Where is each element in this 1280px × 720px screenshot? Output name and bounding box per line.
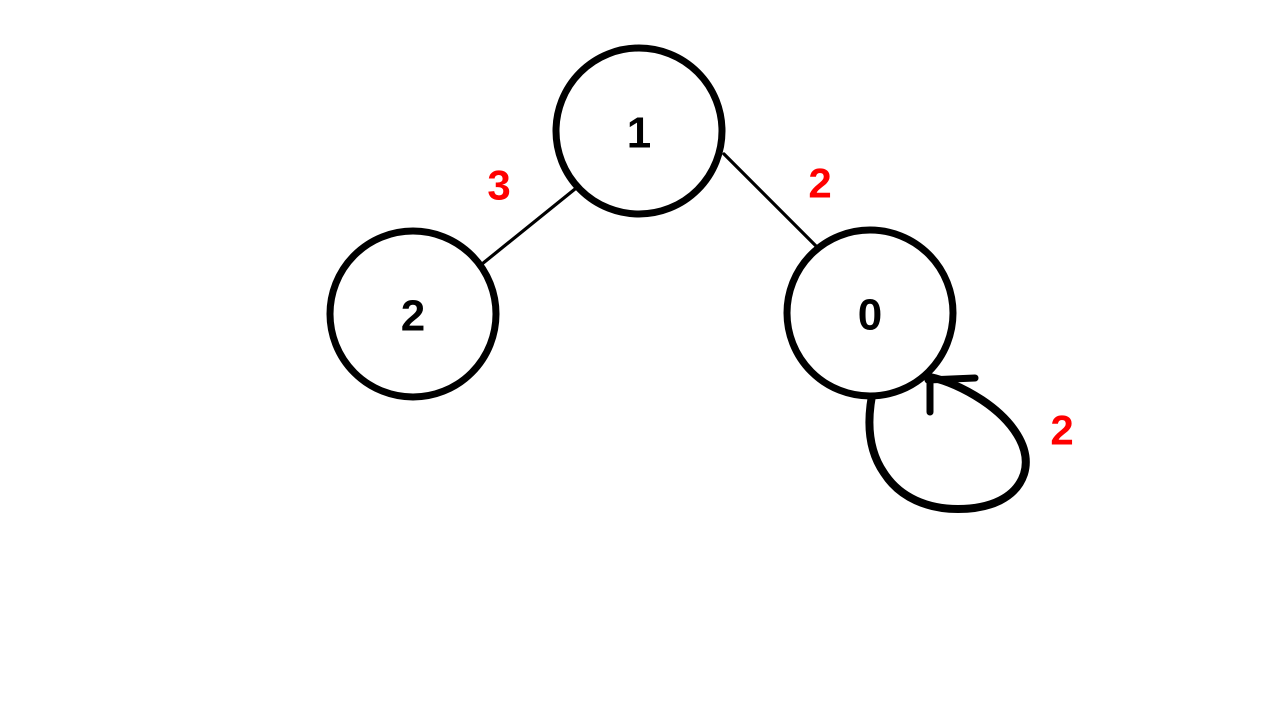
weight-label-group: 3 2 2 bbox=[487, 160, 1073, 454]
node-circle-left[interactable] bbox=[326, 227, 500, 401]
edge-weight-root-left: 3 bbox=[487, 162, 510, 209]
node-circle-right[interactable] bbox=[783, 226, 957, 400]
self-loop-curve-node-0 bbox=[865, 373, 1030, 513]
node-label-right: 0 bbox=[858, 291, 882, 340]
node-circle-root[interactable] bbox=[552, 44, 726, 218]
node-label-root: 1 bbox=[627, 109, 651, 158]
self-loop-arrowhead-barb-horizontal bbox=[924, 374, 979, 384]
node-root[interactable]: 1 bbox=[552, 44, 726, 218]
self-loop-group bbox=[865, 373, 1030, 513]
node-left[interactable]: 2 bbox=[326, 227, 500, 401]
edge-root-to-right bbox=[722, 152, 824, 254]
self-loop-weight-node-0: 2 bbox=[1050, 407, 1073, 454]
node-right[interactable]: 0 bbox=[783, 226, 957, 400]
node-label-left: 2 bbox=[401, 292, 425, 341]
edge-group bbox=[480, 152, 824, 266]
edge-weight-root-right: 2 bbox=[808, 160, 831, 207]
node-group: 1 2 0 bbox=[326, 44, 957, 401]
edge-root-to-left bbox=[480, 187, 577, 266]
